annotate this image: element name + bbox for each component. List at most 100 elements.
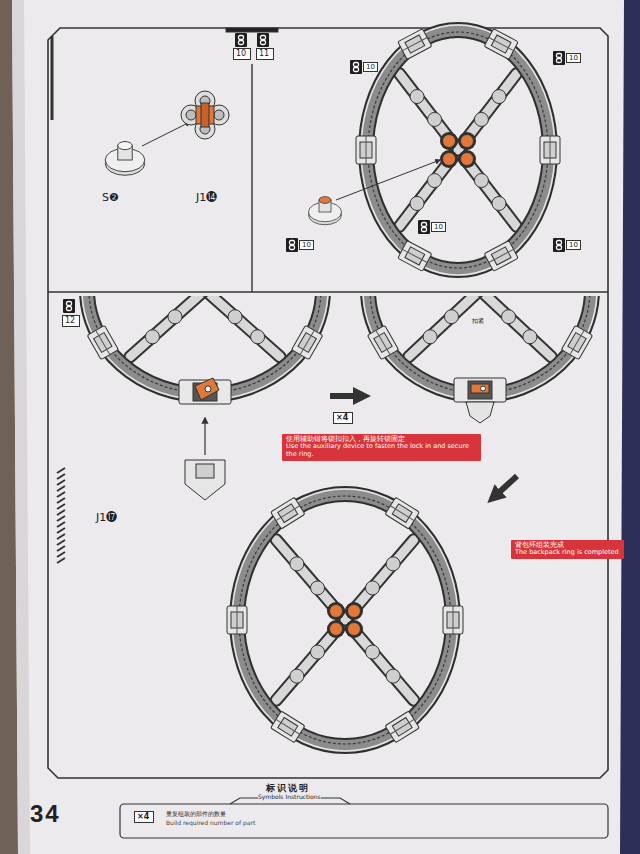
peg-part [309, 197, 342, 225]
peg-part [105, 142, 145, 176]
page-frame [51, 36, 54, 120]
quantity-box: ×4 [134, 811, 154, 823]
bag-icon [239, 41, 244, 45]
note-box: 背包环组装完成The backpack ring is completed [511, 540, 624, 559]
backpack-ring [386, 669, 400, 683]
backpack-ring [237, 494, 453, 746]
node-text: ×4 [336, 413, 350, 422]
page-frame [251, 64, 252, 292]
ring-block [96, 330, 110, 354]
hatch-stripes [57, 522, 65, 527]
bag-icon [63, 299, 75, 313]
bag-icon [350, 60, 362, 74]
hub-part [201, 103, 209, 127]
ring-block [300, 330, 314, 354]
ring-block [489, 37, 514, 50]
backpack-ring [368, 32, 548, 268]
bag-icon [557, 54, 562, 58]
ring-block [484, 29, 518, 60]
page-background [12, 0, 640, 854]
page-frame [48, 28, 608, 778]
backpack-ring [410, 90, 424, 104]
ring-hub [440, 132, 458, 150]
backpack-ring [276, 540, 345, 620]
step-10-art [142, 122, 190, 146]
ring-block [402, 249, 427, 262]
bag-icon [290, 246, 295, 250]
bag-icon [235, 33, 247, 47]
ring-block [540, 136, 560, 164]
bag-icon [557, 246, 562, 250]
bag-icon [418, 220, 430, 234]
ring-block [540, 136, 560, 164]
bag-icon [350, 60, 362, 74]
backpack-ring [290, 669, 304, 683]
step-reference: 10 [431, 222, 446, 232]
hatch-stripes [57, 558, 65, 563]
section-heading: 标识说明 [266, 783, 310, 793]
backpack-ring [458, 74, 517, 150]
ring-hub [461, 153, 474, 166]
backpack-ring [290, 557, 304, 571]
hatch-stripes [57, 546, 65, 551]
part-code: J1⓱ [96, 512, 117, 525]
note-box: 使用辅助钳将锁扣扣入，再旋转锁固定Use the auxiliary devic… [282, 434, 481, 461]
ring-hub [458, 132, 476, 150]
bag-icon [261, 41, 266, 45]
page-frame [48, 291, 608, 292]
node-text: 背包环组装完成 [515, 542, 620, 549]
bag-icon [239, 36, 244, 40]
ring-hub [440, 150, 458, 168]
backpack-ring [363, 296, 597, 400]
backpack-ring [361, 25, 555, 275]
section-subheading: Symbols Instructions [258, 794, 321, 801]
bag-icon [557, 241, 562, 245]
page-frame [48, 28, 608, 838]
ring-block [271, 711, 305, 743]
lock-block [466, 402, 494, 423]
step-number: 10 [233, 48, 251, 60]
ring-hub [327, 620, 345, 638]
ring-block [87, 325, 118, 359]
node-text: ×4 [137, 812, 151, 821]
bag-icon [553, 51, 565, 65]
ring-block [550, 136, 551, 164]
hatch-stripes [57, 498, 65, 503]
step-12-art [82, 296, 597, 400]
backpack-ring [82, 296, 328, 400]
step-number: 12 [62, 315, 80, 327]
ring-block [366, 136, 367, 164]
ring-block [271, 497, 305, 529]
symbol-description: Build required number of part [166, 820, 255, 827]
bag-icon [67, 307, 72, 311]
ring-block [292, 325, 323, 359]
backpack-ring [205, 296, 280, 357]
lock-block [179, 378, 231, 404]
bag-icon [354, 68, 359, 72]
ring-hub [345, 602, 363, 620]
ring-block [356, 136, 376, 164]
backpack-ring [345, 620, 414, 700]
page-background [12, 0, 624, 854]
ring-block [398, 241, 432, 272]
backpack-ring [311, 645, 325, 659]
ring-block [356, 136, 376, 164]
node-text: 11 [259, 49, 271, 58]
backpack-ring [276, 540, 345, 620]
backpack-ring [458, 150, 517, 226]
ring-block [376, 330, 390, 354]
tip-part [185, 460, 225, 500]
part-code: S❷ [102, 192, 119, 205]
ring-block [276, 506, 300, 521]
ring-block [292, 325, 323, 359]
ring-block [561, 325, 592, 359]
bag-icon [261, 36, 266, 40]
bag-icon [557, 59, 562, 63]
ring-block [570, 330, 584, 354]
ring-block [227, 606, 247, 634]
ring-block [390, 719, 414, 734]
backpack-ring [423, 330, 437, 344]
ring-block [390, 506, 414, 521]
lock-label: 扣紧 [471, 318, 485, 325]
